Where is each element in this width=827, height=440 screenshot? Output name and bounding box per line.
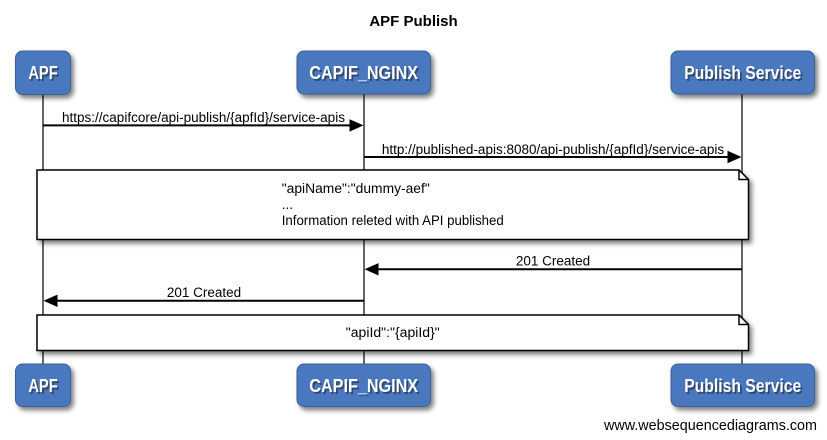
svg-text:Publish Service: Publish Service: [684, 63, 801, 83]
svg-text:APF: APF: [28, 376, 57, 396]
svg-text:https://capifcore/api-publish/: https://capifcore/api-publish/{apfId}/se…: [62, 110, 345, 125]
svg-text:...: ...: [282, 197, 293, 212]
svg-text:APF Publish: APF Publish: [369, 13, 457, 30]
svg-text:CAPIF_NGINX: CAPIF_NGINX: [311, 65, 420, 85]
svg-text:APF: APF: [30, 378, 59, 398]
svg-text:www.websequencediagrams.com: www.websequencediagrams.com: [603, 418, 817, 434]
svg-text:"apiId":"{apiId}": "apiId":"{apiId}": [346, 325, 440, 340]
svg-text:APF: APF: [28, 63, 57, 83]
svg-text:http://published-apis:8080/api: http://published-apis:8080/api-publish/{…: [382, 142, 724, 157]
svg-text:Publish Service: Publish Service: [686, 65, 803, 85]
svg-text:APF: APF: [30, 65, 59, 85]
svg-text:Information releted with API p: Information releted with API published: [282, 213, 504, 228]
svg-text:Publish Service: Publish Service: [684, 376, 801, 396]
svg-text:CAPIF_NGINX: CAPIF_NGINX: [309, 376, 418, 396]
svg-text:"apiName":"dummy-aef": "apiName":"dummy-aef": [282, 181, 430, 196]
svg-text:201 Created: 201 Created: [167, 285, 241, 300]
svg-text:Publish Service: Publish Service: [686, 378, 803, 398]
svg-text:201 Created: 201 Created: [516, 254, 590, 269]
svg-text:CAPIF_NGINX: CAPIF_NGINX: [311, 378, 420, 398]
svg-text:CAPIF_NGINX: CAPIF_NGINX: [309, 63, 418, 83]
